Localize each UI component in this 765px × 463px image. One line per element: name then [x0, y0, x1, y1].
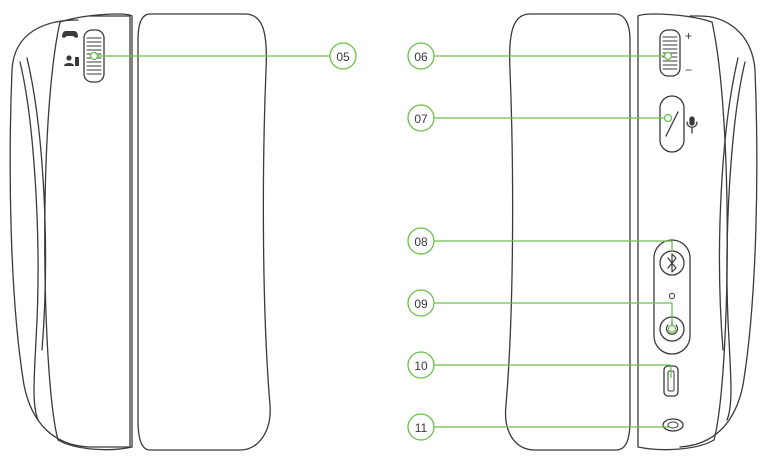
callout-11 [407, 413, 668, 441]
leader-dot [663, 51, 673, 61]
button-pod [653, 239, 691, 355]
right-plate [504, 13, 631, 451]
plus-icon: + [685, 29, 692, 43]
right-cushion [679, 15, 758, 448]
right-cushion-inner-2 [718, 57, 739, 351]
callout-number-10: 10 [414, 359, 428, 373]
game-controller-icon [62, 31, 78, 38]
callout-07 [407, 104, 673, 132]
callout-number-11: 11 [415, 421, 428, 435]
callout-08 [407, 227, 673, 255]
callout-number-06: 06 [414, 50, 428, 64]
callout-bubble [407, 289, 435, 317]
callout-10 [407, 351, 672, 379]
audio-jack-inner [667, 421, 679, 429]
left-cushion [9, 15, 131, 448]
mic-mute-switch-slash [665, 111, 679, 137]
callout-bubble [407, 42, 435, 70]
left-cushion-inner-2 [26, 57, 47, 351]
left-earcup [9, 13, 271, 451]
leader-dot [663, 113, 673, 123]
callout-05 [89, 42, 357, 70]
callout-number-09: 09 [414, 297, 428, 311]
bluetooth-icon [667, 253, 677, 273]
leader-dot [89, 51, 99, 61]
audio-jack [662, 418, 684, 432]
left-plate [137, 13, 271, 451]
right-cushion-inner [726, 61, 746, 421]
callout-bubble [407, 104, 435, 132]
microphone-icon [686, 116, 698, 134]
callout-bubble [407, 351, 435, 379]
leader-dot [667, 324, 677, 334]
right-housing [637, 13, 728, 451]
minus-icon: − [685, 63, 692, 77]
chat-person-icon [64, 55, 79, 66]
status-led [668, 292, 676, 300]
left-wheel-ridges [86, 37, 102, 75]
callout-09 [407, 289, 677, 334]
right-wheel [659, 29, 681, 77]
callout-number-07: 07 [414, 112, 428, 126]
callout-number-08: 08 [414, 235, 428, 249]
callout-06 [407, 42, 673, 70]
right-earcup [504, 13, 758, 451]
left-housing [44, 13, 133, 451]
callout-number-05: 05 [336, 50, 350, 64]
callout-bubble [329, 42, 357, 70]
callout-bubble [407, 413, 435, 441]
left-cushion-inner [19, 61, 39, 421]
callout-bubble [407, 227, 435, 255]
mic-mute-switch [659, 95, 685, 153]
